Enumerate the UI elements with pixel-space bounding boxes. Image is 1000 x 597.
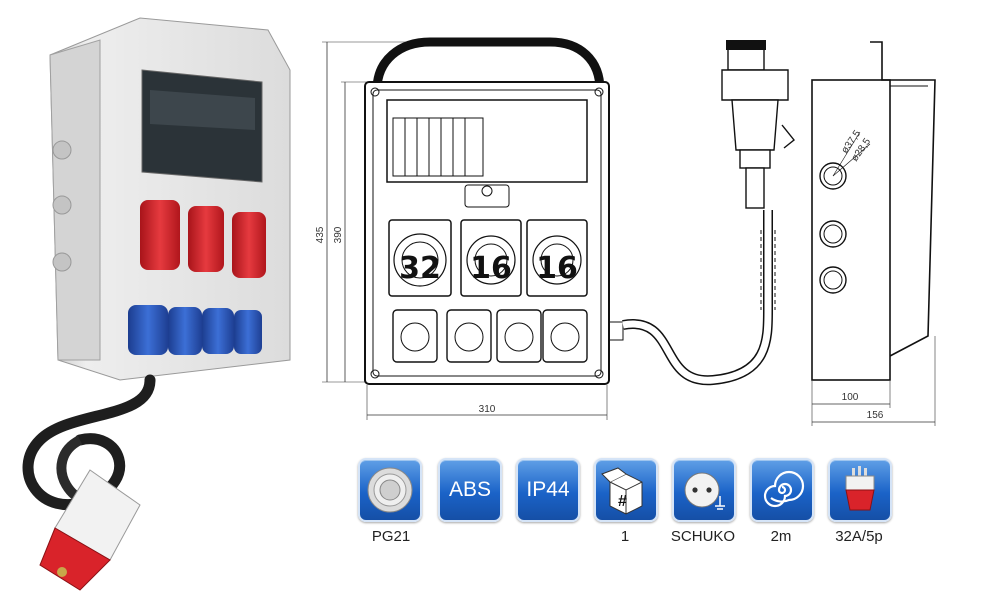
dim-width-front: 310 (479, 404, 496, 415)
cable-coil-icon (750, 458, 814, 522)
front-view-drawing: 435 390 310 32 16 16 (305, 30, 645, 430)
cee-plug-icon (828, 458, 892, 522)
caption-plug: 32A/5p (835, 528, 883, 545)
side-view-drawing: ø37,5 ø28,5 100 156 (800, 36, 950, 436)
dim-depth-box: 100 (842, 392, 859, 403)
ip-rating-icon: IP44 (516, 458, 580, 522)
dim-depth-total: 156 (867, 410, 884, 421)
socket-rating-3: 16 (536, 251, 578, 286)
box-quantity-icon: # (594, 458, 658, 522)
dim-height-outer: 435 (315, 226, 326, 243)
schuko-socket-icon (672, 458, 736, 522)
dim-height-inner: 390 (333, 226, 344, 243)
caption-quantity: 1 (620, 528, 630, 545)
socket-rating-1: 32 (399, 251, 441, 286)
cee-plug-photo (39, 469, 141, 591)
caption-cable-length: 2m (770, 528, 792, 545)
caption-gland: PG21 (371, 528, 411, 545)
feature-icon-row: ABS IP44 # (358, 458, 898, 528)
socket-rating-2: 16 (470, 251, 512, 286)
schuko-socket-blue (128, 305, 262, 355)
cee-socket-row (388, 219, 588, 297)
product-photo (0, 0, 300, 597)
gland-icon (358, 458, 422, 522)
cee-socket-red (140, 200, 266, 278)
svg-text:#: # (618, 493, 627, 510)
material-icon: ABS (438, 458, 502, 522)
schuko-socket-row (392, 309, 588, 363)
caption-schuko: SCHUKO (670, 528, 736, 545)
cable-plug-drawing (618, 40, 808, 400)
